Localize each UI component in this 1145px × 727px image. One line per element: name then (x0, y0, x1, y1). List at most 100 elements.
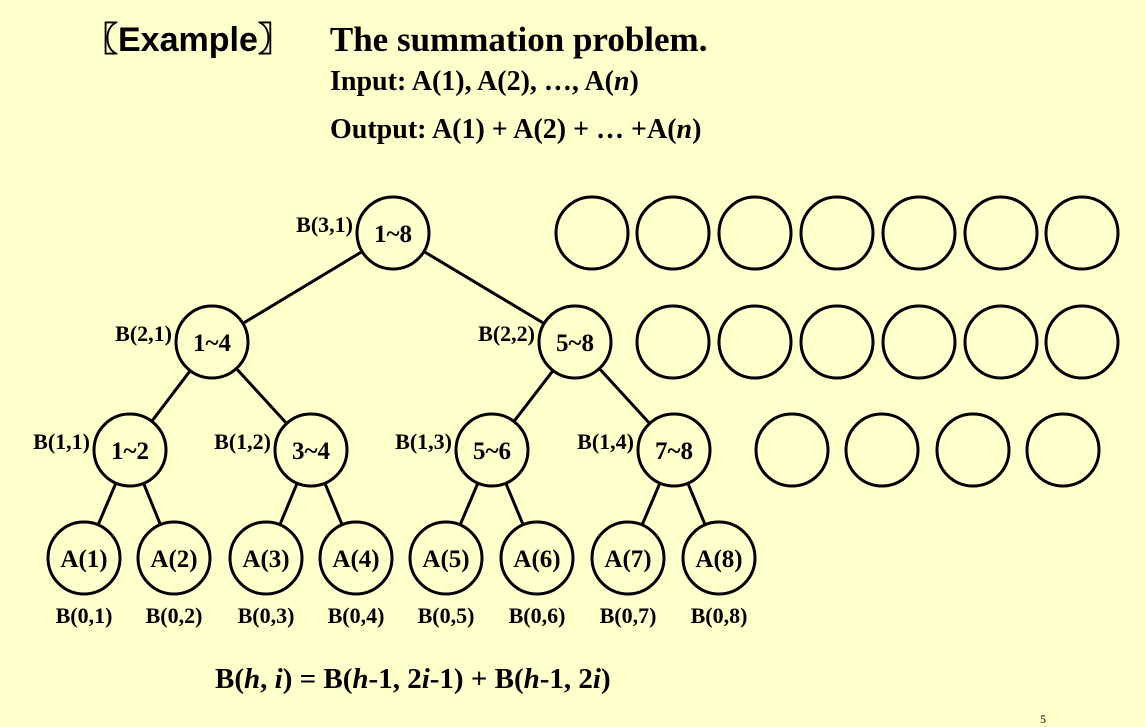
node-circle (590, 520, 666, 596)
tree-edge (242, 250, 363, 325)
tree-edge (96, 482, 118, 526)
empty-processor-circle (635, 195, 711, 271)
tree-node: 5~6 B(1,3) (395, 412, 530, 488)
tree-edge (512, 369, 555, 423)
node-label: 1~8 (374, 221, 412, 248)
tree-edge (598, 367, 651, 425)
b-label: B(3,1) (296, 212, 353, 237)
input-line: Input: A(1), A(2), …, A(n) (330, 66, 639, 98)
empty-processor-circle (1044, 304, 1120, 380)
page-number: 5 (1040, 712, 1046, 726)
empty-processor-circle (799, 304, 875, 380)
node-label: 5~6 (473, 438, 511, 465)
empty-processor-circle (963, 195, 1039, 271)
tree-edge (423, 250, 545, 325)
tree-node: 1~2 B(1,1) (33, 412, 168, 488)
node-circle (408, 520, 484, 596)
b-label: B(0,4) (328, 603, 385, 628)
output-label: Output: (330, 114, 427, 145)
empty-processor-circle (844, 412, 920, 488)
slide-title: The summation problem. (329, 20, 708, 59)
tree-node: 1~8 B(3,1) (296, 195, 431, 271)
slide-heading: 〖Example〗 The summation problem. (84, 12, 707, 61)
node-circle (46, 520, 122, 596)
node-label: 3~4 (292, 438, 331, 465)
node-label: A(8) (695, 546, 742, 573)
b-label: B(2,2) (478, 321, 535, 346)
node-label: 1~2 (111, 438, 149, 465)
tree-edge (504, 482, 525, 526)
b-label: B(1,2) (214, 429, 271, 454)
node-circle (499, 520, 575, 596)
tree-node: A(6) B(0,6) (499, 520, 575, 628)
b-label: B(0,8) (691, 603, 748, 628)
tree-edge (640, 482, 662, 526)
node-circle (636, 412, 712, 488)
tree-edge (235, 367, 288, 425)
b-label: B(0,3) (238, 603, 295, 628)
tree-edge (150, 369, 192, 423)
recurrence-formula: B(h, i) = B(h-1, 2i-1) + B(h-1, 2i) (215, 663, 611, 695)
tree-node: 7~8 B(1,4) (577, 412, 712, 488)
tree-node: 1~4 B(2,1) (115, 304, 250, 380)
node-circle (174, 304, 250, 380)
node-circle (92, 412, 168, 488)
empty-processor-circle (963, 304, 1039, 380)
empty-processor-circle (554, 195, 630, 271)
b-label: B(0,7) (600, 603, 657, 628)
tree-node: 5~8 B(2,2) (478, 304, 613, 380)
input-label: Input: (330, 66, 407, 97)
b-label: B(0,1) (56, 603, 113, 628)
empty-processor-circle (635, 304, 711, 380)
node-label: 1~4 (193, 330, 232, 357)
empty-processor-circle (1044, 195, 1120, 271)
input-value: A(1), A(2), …, A(n) (411, 66, 639, 97)
node-circle (355, 195, 431, 271)
tree-node: A(8) B(0,8) (681, 520, 757, 628)
node-circle (136, 520, 212, 596)
b-label: B(1,3) (395, 429, 452, 454)
example-tag: 〖Example〗 (84, 21, 292, 59)
tree-node: A(1) B(0,1) (46, 520, 122, 628)
empty-processor-circle (754, 412, 830, 488)
node-label: A(2) (150, 546, 197, 573)
empty-processor-circle (1025, 412, 1101, 488)
empty-processor-circle (881, 195, 957, 271)
empty-processor-circle (717, 304, 793, 380)
empty-processor-circle (881, 304, 957, 380)
node-label: A(3) (242, 546, 289, 573)
tree-node: A(2) B(0,2) (136, 520, 212, 628)
empty-processor-circle (935, 412, 1011, 488)
tree-node: 3~4 B(1,2) (214, 412, 349, 488)
output-line: Output: A(1) + A(2) + … +A(n) (330, 114, 701, 146)
b-label: B(0,2) (146, 603, 203, 628)
tree-edge (458, 482, 480, 526)
node-label: A(5) (422, 546, 469, 573)
node-circle (454, 412, 530, 488)
tree-node: A(4)B(0,4) (318, 520, 394, 628)
b-label: B(1,4) (577, 429, 634, 454)
node-label: A(1) (60, 546, 107, 573)
tree-edge (323, 482, 344, 526)
node-label: A(6) (513, 546, 560, 573)
empty-processor-circle (717, 195, 793, 271)
tree-edge (686, 482, 707, 526)
tree-node: A(5)B(0,5) (408, 520, 484, 628)
node-circle (273, 412, 349, 488)
b-label: B(2,1) (115, 321, 172, 346)
tree-edge (278, 482, 299, 526)
tree-edge (142, 482, 162, 526)
node-circle (681, 520, 757, 596)
node-label: A(7) (604, 546, 651, 573)
node-label: 5~8 (556, 330, 594, 357)
b-label: B(0,6) (509, 603, 566, 628)
node-circle (228, 520, 304, 596)
node-label: 7~8 (655, 438, 693, 465)
b-label: B(1,1) (33, 429, 90, 454)
tree-node: A(3) B(0,3) (228, 520, 304, 628)
node-circle (318, 520, 394, 596)
tree-node: A(7) B(0,7) (590, 520, 666, 628)
empty-processor-circle (799, 195, 875, 271)
node-circle (537, 304, 613, 380)
